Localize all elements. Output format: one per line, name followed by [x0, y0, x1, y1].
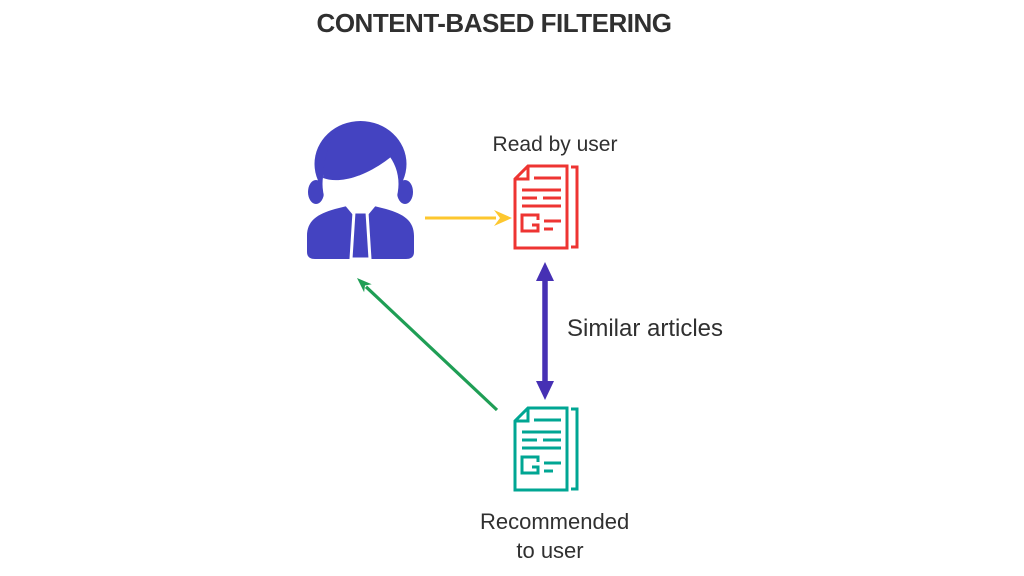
user-person-icon — [307, 121, 414, 260]
recommended-article-icon — [512, 406, 580, 492]
recommended-to-user-label: Recommended to user — [480, 509, 630, 563]
similar-articles-arrow — [536, 262, 554, 400]
read-by-user-label: Read by user — [492, 133, 618, 156]
recommend-to-user-arrow — [357, 278, 499, 412]
user-reads-arrow — [425, 210, 512, 226]
diagram-title: CONTENT-BASED FILTERING — [316, 8, 672, 38]
similar-articles-label: Similar articles — [567, 315, 724, 342]
read-article-icon — [512, 164, 580, 250]
